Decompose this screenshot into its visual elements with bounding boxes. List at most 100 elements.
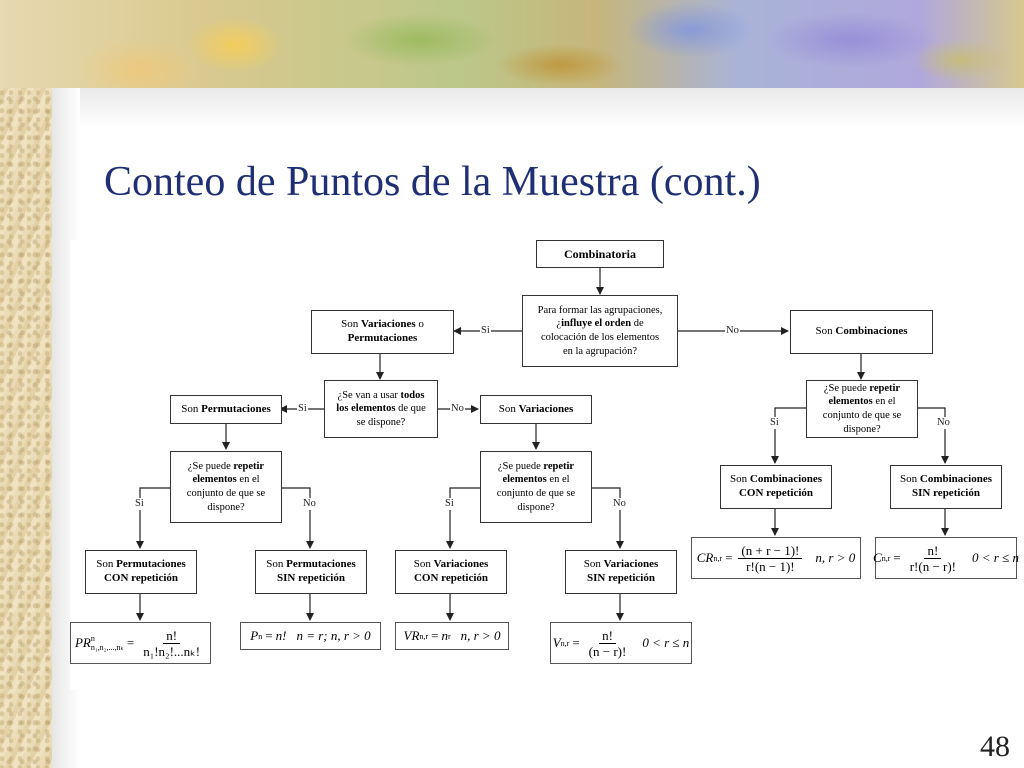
varperm-bold1: Variaciones xyxy=(361,318,416,331)
v-numerator: n! xyxy=(599,628,616,644)
v-symbol: V xyxy=(552,635,561,650)
varperm-bold2: Permutaciones xyxy=(347,332,418,344)
c-fraction: n!r!(n − r)! xyxy=(907,543,959,574)
q-rep-perm-line4: dispone? xyxy=(207,501,245,513)
cr-numerator: (n + r − 1)! xyxy=(738,543,803,559)
v-condition: 0 < r ≤ n xyxy=(642,635,690,650)
label-no-perm-rep: No xyxy=(302,498,317,510)
label-no-todos: No xyxy=(450,403,465,415)
node-q-orden: Para formar las agrupaciones, ¿influye e… xyxy=(522,295,678,367)
comb-sin-pre: Son xyxy=(900,473,920,486)
q-orden-line2-bold: influye el orden xyxy=(561,318,632,330)
node-q-todos: ¿Se van a usar todos los elementos de qu… xyxy=(324,380,438,438)
label-si-perm-rep: Si xyxy=(134,498,145,510)
c-numerator: n! xyxy=(924,543,942,559)
perm-con-bold1: Permutaciones xyxy=(116,558,186,571)
vr-symbol: VR xyxy=(403,628,420,643)
q-rep-comb-line3: conjunto de que se xyxy=(822,410,902,421)
var-sin-bold1: Variaciones xyxy=(603,558,659,571)
varperm-mid: o xyxy=(415,318,424,331)
node-q-repetir-perm: ¿Se puede repetir elementos en el conjun… xyxy=(170,451,282,523)
v-denominator: (n − r)! xyxy=(588,643,627,659)
q-rep-perm-line2-post: en el xyxy=(236,474,260,486)
slide-title: Conteo de Puntos de la Muestra (cont.) xyxy=(104,159,761,205)
v-sub: n,r xyxy=(560,638,570,648)
var-con-pre: Son xyxy=(413,558,434,571)
node-permutaciones: Son Permutaciones xyxy=(170,395,282,424)
cr-equals: = xyxy=(725,550,733,565)
q-orden-line4: en la agrupación? xyxy=(562,345,638,357)
q-todos-line2-post: de que xyxy=(395,403,426,415)
q-orden-line1: Para formar las agrupaciones, xyxy=(537,304,663,316)
node-q-repetir-comb: ¿Se puede repetir elementos en el conjun… xyxy=(806,380,918,438)
c-denominator: r!(n − r)! xyxy=(909,558,957,574)
comb-sin-bold1: Combinaciones xyxy=(919,473,992,486)
q-orden-line2-pre: ¿ xyxy=(556,318,562,330)
pr-fraction: n!n₁!n₂!...nₖ! xyxy=(140,628,203,659)
cr-denominator: r!(n − 1)! xyxy=(746,558,795,574)
c-condition: 0 < r ≤ n xyxy=(972,550,1019,565)
q-orden-line2-post: de xyxy=(631,318,644,330)
label-si-order: Si xyxy=(480,325,491,337)
var-bold: Variaciones xyxy=(518,402,574,415)
q-rep-perm-line2-bold: elementos xyxy=(192,474,237,486)
label-si-var-rep: Si xyxy=(444,498,455,510)
edge-comb-rep-no xyxy=(918,407,949,464)
decorative-left-band xyxy=(0,0,52,768)
q-rep-comb-line2-bold: elementos xyxy=(828,396,873,408)
comb-pre: Son xyxy=(815,325,836,338)
cr-condition: n, r > 0 xyxy=(815,550,856,565)
comb-con-bold2: CON repetición xyxy=(738,487,814,499)
c-symbol: C xyxy=(873,550,882,565)
q-todos-line2-bold: los elementos xyxy=(336,403,396,415)
q-todos-line1-bold: todos xyxy=(400,389,425,401)
perm-con-bold2: CON repetición xyxy=(103,572,179,584)
q-rep-perm-line1-pre: ¿Se puede xyxy=(187,460,234,472)
label-si-todos: Si xyxy=(297,403,308,415)
c-sub: n,r xyxy=(881,553,891,563)
p-condition: n = r; n, r > 0 xyxy=(296,628,371,643)
comb-con-pre: Son xyxy=(730,473,750,486)
comb-sin-bold2: SIN repetición xyxy=(912,487,980,499)
q-todos-line1-pre: ¿Se van a usar xyxy=(337,389,401,401)
node-combinaciones: Son Combinaciones xyxy=(790,310,933,354)
q-rep-var-line1-pre: ¿Se puede xyxy=(497,460,544,472)
q-rep-var-line4: dispone? xyxy=(517,501,555,513)
perm-pre: Son xyxy=(181,402,202,415)
decorative-top-band xyxy=(0,0,1024,88)
c-equals: = xyxy=(893,550,901,565)
node-variaciones: Son Variaciones xyxy=(480,395,592,424)
q-orden-line3: colocación de los elementos xyxy=(540,332,660,343)
perm-sin-bold1: Permutaciones xyxy=(286,558,356,571)
q-rep-comb-line1-pre: ¿Se puede xyxy=(823,382,870,394)
pr-sup: n xyxy=(90,634,95,643)
label-si-comb-rep: Si xyxy=(769,417,780,429)
edge-var-rep-si xyxy=(446,487,480,549)
q-rep-perm-line3: conjunto de que se xyxy=(186,488,266,499)
perm-sin-bold2: SIN repetición xyxy=(277,572,345,584)
q-todos-line3: se dispone? xyxy=(356,416,406,428)
var-sin-pre: Son xyxy=(583,558,604,571)
pr-symbol: PR xyxy=(74,635,91,650)
edge-perm-rep-si xyxy=(136,487,170,549)
q-rep-var-line1-bold: repetir xyxy=(543,460,575,472)
vr-condition: n, r > 0 xyxy=(460,628,501,643)
q-rep-comb-line1-bold: repetir xyxy=(869,382,901,394)
node-variaciones-o-permutaciones: Son Variaciones o Permutaciones xyxy=(311,310,454,354)
var-sin-bold2: SIN repetición xyxy=(587,572,655,584)
combinatorics-flowchart: Si No Si No Si No Si No Si No Combinator… xyxy=(70,240,1024,690)
var-con-bold1: Variaciones xyxy=(433,558,489,571)
q-rep-perm-line1-bold: repetir xyxy=(233,460,265,472)
q-rep-var-line2-post: en el xyxy=(546,474,570,486)
pr-numerator: n! xyxy=(163,628,181,644)
var-pre: Son xyxy=(498,402,519,415)
perm-con-pre: Son xyxy=(96,558,117,571)
pr-denominator: n₁!n₂!...nₖ! xyxy=(143,643,201,659)
